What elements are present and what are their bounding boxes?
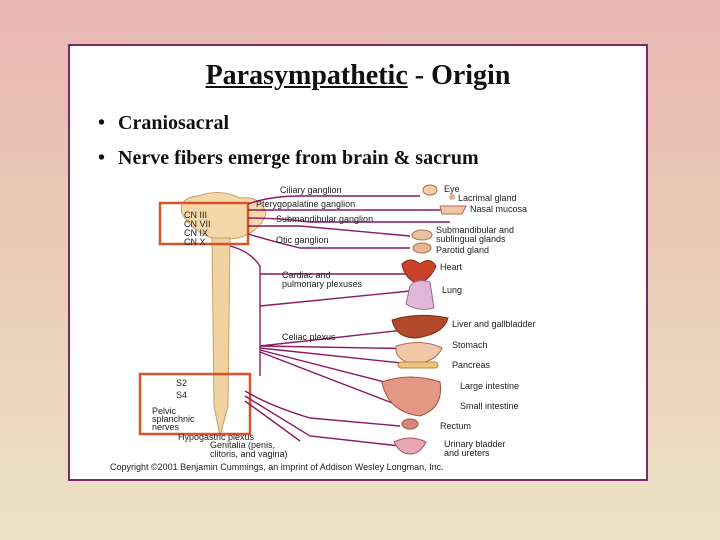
intestine-shape <box>381 376 442 417</box>
organ-label: Rectum <box>440 421 471 431</box>
ganglion-label: Pelvic <box>152 406 177 416</box>
title-main: Parasympathetic <box>205 60 408 91</box>
bladder-shape <box>393 437 427 455</box>
ganglion-label: Celiac plexus <box>282 332 336 342</box>
sacral-label: S4 <box>176 390 187 400</box>
cranial-highlight-box <box>158 201 250 246</box>
slide-frame: Parasympathetic - Origin •Craniosacral •… <box>68 44 648 481</box>
spinal-cord <box>211 237 231 437</box>
heart-shape <box>401 259 437 285</box>
sacral-label: S2 <box>176 378 187 388</box>
ganglion-label: Otic ganglion <box>276 235 329 245</box>
ganglion-label: Genitalia (penis, <box>210 440 275 450</box>
organ-label: Lacrimal gland <box>458 193 517 203</box>
ganglion-label: pulmonary plexuses <box>282 279 363 289</box>
parotid-shape <box>412 242 432 254</box>
nasal-shape <box>439 205 467 215</box>
organ-label: Small intestine <box>460 401 519 411</box>
organ-label: Heart <box>440 262 463 272</box>
rectum-shape <box>401 418 419 430</box>
organ-label: Stomach <box>452 340 488 350</box>
organ-label: Urinary bladder <box>444 439 506 449</box>
liver-shape <box>391 314 449 339</box>
lung-shape <box>405 280 435 310</box>
organ-label: and ureters <box>444 448 490 458</box>
organ-label: Pancreas <box>452 360 491 370</box>
ganglion-label: clitoris, and vagina) <box>210 449 288 459</box>
bullet-item: •Craniosacral <box>98 112 230 134</box>
bullet-item: •Nerve fibers emerge from brain & sacrum <box>98 147 479 169</box>
pancreas-shape <box>397 361 439 369</box>
organ-label: sublingual glands <box>436 234 506 244</box>
ganglion-label: splanchnic <box>152 414 195 424</box>
eye-shape <box>422 184 438 196</box>
organ-label: Nasal mucosa <box>470 204 527 214</box>
lacrimal-shape <box>449 194 455 200</box>
cn-label: CN X <box>184 237 206 247</box>
ganglion-label: nerves <box>152 422 180 432</box>
ganglion-label: Hypogastric plexus <box>178 432 255 442</box>
ganglion-label: Pterygopalatine ganglion <box>256 199 355 209</box>
ganglion-label: Submandibular ganglion <box>276 214 373 224</box>
cn-label: CN III <box>184 210 207 220</box>
title-rest: - Origin <box>407 60 511 91</box>
cn-label: CN IX <box>184 228 208 238</box>
ganglion-label: Ciliary ganglion <box>280 185 342 195</box>
ganglion-label: Cardiac and <box>282 270 331 280</box>
submandibular-shape <box>411 229 433 241</box>
organ-label: Large intestine <box>460 381 519 391</box>
organ-label: Eye <box>444 184 460 194</box>
bullet-text: Nerve fibers emerge from brain & sacrum <box>118 147 479 169</box>
bullet-text: Craniosacral <box>118 112 230 134</box>
organ-label: Lung <box>442 285 462 295</box>
organ-label: Parotid gland <box>436 245 489 255</box>
parasympathetic-diagram: CN III CN VII CN IX CN X S2 S4 Ciliary g… <box>110 184 536 472</box>
bullet-list: •Craniosacral •Nerve fibers emerge from … <box>98 112 479 182</box>
organ-label: Liver and gallbladder <box>452 319 536 329</box>
slide-title: Parasympathetic - Origin <box>70 60 646 92</box>
copyright-text: Copyright ©2001 Benjamin Cummings, an im… <box>110 462 444 472</box>
organ-label: Submandibular and <box>436 225 514 235</box>
stomach-shape <box>395 342 443 365</box>
cn-label: CN VII <box>184 219 211 229</box>
